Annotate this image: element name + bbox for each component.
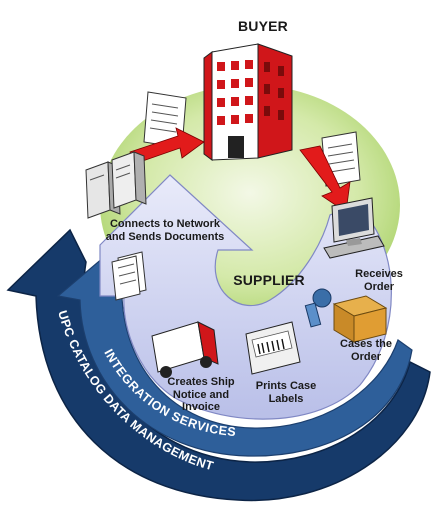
box-icon bbox=[332, 295, 388, 343]
computer-icon bbox=[323, 197, 385, 259]
step-receives-label: Receives Order bbox=[355, 268, 403, 293]
truck-icon bbox=[151, 321, 219, 378]
step-cases-label: Cases the Order bbox=[340, 338, 392, 363]
buyer-building-icon bbox=[203, 43, 293, 161]
label-printer-icon bbox=[245, 321, 301, 375]
server-icon bbox=[85, 151, 147, 219]
integration-services-band bbox=[56, 251, 413, 457]
buyer-label: BUYER bbox=[237, 18, 288, 34]
tape-gun-icon bbox=[304, 288, 332, 328]
step-ship-notice-label: Creates Ship Notice and Invoice bbox=[167, 376, 235, 414]
documents-icon bbox=[111, 251, 147, 301]
step-connects-label: Connects to Network and Sends Documents bbox=[105, 218, 225, 243]
receive-arrow-icon bbox=[299, 145, 351, 213]
step-prints-label: Prints Case Labels bbox=[255, 380, 317, 405]
supplier-label: SUPPLIER bbox=[233, 272, 305, 288]
